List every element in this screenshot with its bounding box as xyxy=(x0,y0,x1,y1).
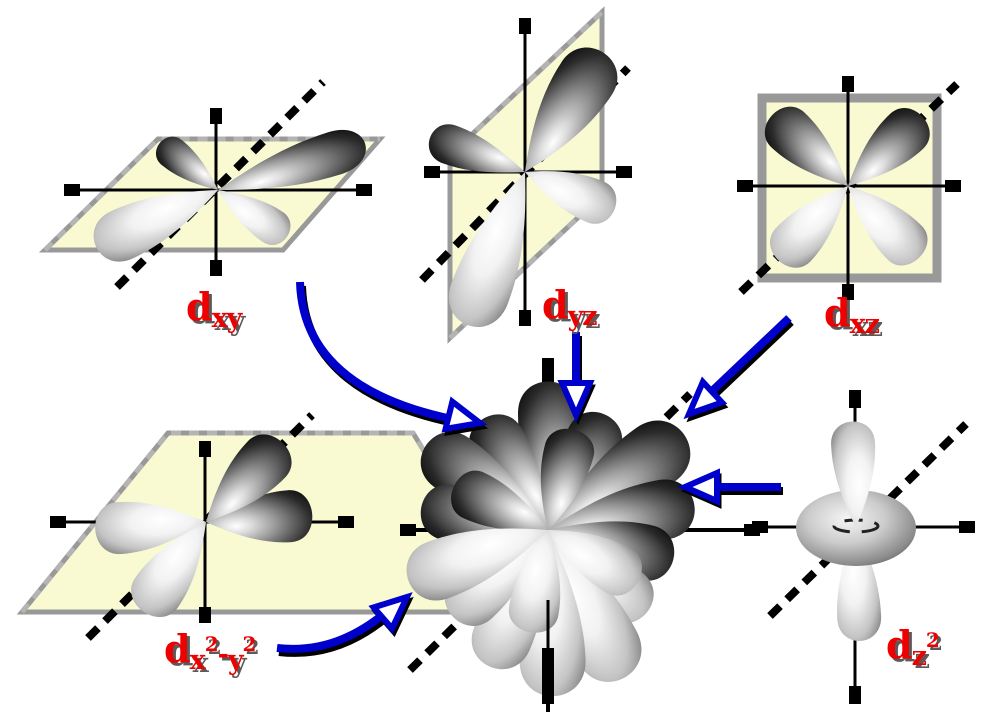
orbital-dz2 xyxy=(752,390,975,704)
label-dx2y2-minus: - xyxy=(217,639,229,670)
dxy-lobe-lower-right xyxy=(218,190,291,245)
label-dxz: dxz xyxy=(824,294,880,340)
arrow-shaft xyxy=(276,609,388,653)
label-dz2-base: d xyxy=(886,622,913,667)
orbital-dxy xyxy=(38,79,386,290)
dxz-lobe-lower-left xyxy=(770,186,848,268)
arrow-dxy-to-combined xyxy=(296,281,489,436)
arrow-head-icon xyxy=(441,396,488,433)
dxy-lobe-lower-left xyxy=(93,190,218,262)
label-dyz: dyz xyxy=(542,286,598,332)
label-dx2y2: dx2-y2 xyxy=(164,630,257,676)
arrow-dz2-to-combined xyxy=(677,468,783,509)
label-dxy-sub: xy xyxy=(211,303,243,334)
label-dz2-sub: z xyxy=(911,641,927,672)
label-dyz-sub: yz xyxy=(567,301,598,332)
dz2-y-axis-diagonal xyxy=(767,421,969,619)
combination-arrows xyxy=(276,281,794,657)
arrow-shaft xyxy=(708,315,792,395)
label-dz2: dz2 xyxy=(886,626,940,672)
xy-plane-back-edges xyxy=(43,136,380,252)
label-dx2y2-sub2: y xyxy=(227,645,244,676)
dyz-lobe-lower-right xyxy=(525,171,617,224)
arrow-shaft xyxy=(296,281,453,423)
dx2y2-lobe-right xyxy=(206,490,313,543)
dxz-lobe-upper-left xyxy=(765,106,848,186)
arrow-dyz-to-combined xyxy=(557,332,596,426)
label-dx2y2-sub1: x xyxy=(189,645,206,676)
arrow-head-icon xyxy=(677,468,720,506)
dx2y2-lobe-left xyxy=(95,501,206,555)
dyz-lobe-upper-right xyxy=(525,47,618,172)
dyz-lobe-lower-left xyxy=(449,172,526,327)
label-dx2y2-sup1: 2 xyxy=(204,632,219,656)
arrow-dx2y2-to-combined xyxy=(276,592,414,657)
dxy-lobe-upper-left xyxy=(156,136,218,190)
dx2y2-lobe-upper xyxy=(206,434,292,522)
dxz-lobe-lower-right xyxy=(848,186,928,266)
label-dxz-base: d xyxy=(824,290,851,335)
label-dx2y2-sup2: 2 xyxy=(242,632,257,656)
dx2y2-lobe-lower xyxy=(131,522,206,618)
dxy-y-axis-diagonal xyxy=(114,79,326,290)
arrow-dxz-to-combined xyxy=(683,315,794,423)
label-dxy-base: d xyxy=(186,284,213,329)
label-dxz-sub: xz xyxy=(849,309,880,340)
label-dxy: dxy xyxy=(186,288,243,334)
label-dx2y2-base: d xyxy=(164,626,191,671)
orbital-dyz xyxy=(419,6,632,344)
dz2-lobe-top xyxy=(831,421,876,527)
dyz-lobe-left xyxy=(428,124,525,173)
arrow-head-icon xyxy=(683,376,728,420)
arrow-head-icon xyxy=(557,380,595,423)
dx2y2-y-axis-diagonal xyxy=(85,412,315,641)
combined-orbitals xyxy=(398,358,760,712)
dxz-lobe-upper-right xyxy=(848,108,930,186)
arrow-shadow xyxy=(710,319,794,399)
label-dz2-sup: 2 xyxy=(925,628,940,652)
dxy-lobe-right xyxy=(218,130,366,191)
orbital-dxz xyxy=(737,76,961,300)
dz2-torus-ring xyxy=(796,490,916,566)
arrow-head-icon xyxy=(368,592,413,634)
label-dyz-base: d xyxy=(542,282,569,327)
